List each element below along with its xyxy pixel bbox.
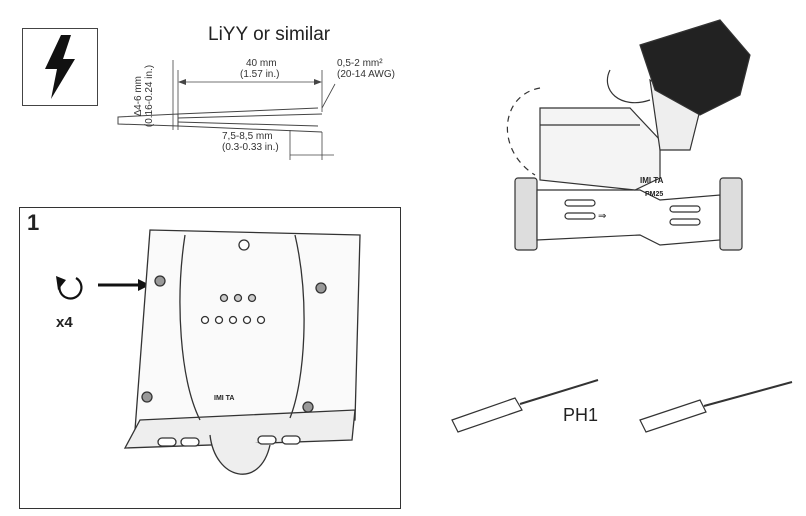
- wire-size-awg: (20-14 AWG): [337, 69, 395, 80]
- flow-arrow-icon: ⇒: [598, 211, 606, 222]
- screwdriver-size-label: PH1: [563, 405, 599, 425]
- strip-length-in: (0.3-0.33 in.): [222, 142, 279, 153]
- electric-warning-box: [22, 28, 98, 106]
- step-number: 1: [27, 210, 40, 235]
- rotate-counterclockwise-icon: [56, 276, 83, 300]
- controller-housing: [123, 229, 361, 475]
- valve-brand-label: IMI TA: [640, 176, 664, 185]
- screwdriver-icon: [451, 379, 599, 433]
- screwdriver-icon: [639, 381, 793, 433]
- length-dimension-mm: 40 mm: [246, 58, 277, 69]
- cable-spec-title: LiYY or similar: [208, 24, 331, 45]
- length-dimension-in: (1.57 in.): [240, 69, 280, 80]
- step-1-panel: [19, 207, 401, 509]
- electric-warning-icon: [45, 35, 75, 99]
- strip-length-mm: 7,5-8,5 mm: [222, 131, 273, 142]
- device-brand-label: IMI TA: [214, 395, 234, 402]
- wire-size-mm2: 0,5-2 mm²: [337, 58, 383, 69]
- screw-count: x4: [56, 314, 73, 331]
- valve-model-label: PM25: [645, 191, 663, 198]
- arrow-right-icon: [98, 279, 150, 291]
